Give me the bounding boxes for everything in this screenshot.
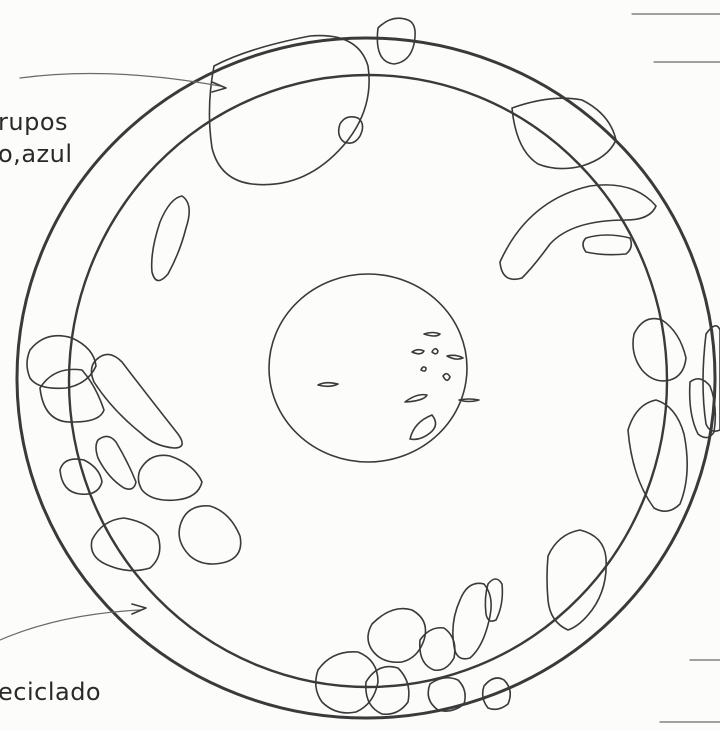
label-top-line2: o,azul <box>0 140 73 168</box>
organelle-blobs <box>27 18 720 714</box>
ruled-lines <box>632 14 720 722</box>
label-top-line1: rupos <box>0 108 68 136</box>
outer-wall-circle <box>17 38 715 718</box>
label-bottom: eciclado <box>0 678 101 706</box>
nucleus-marks <box>318 333 479 440</box>
central-nucleus <box>269 274 467 462</box>
